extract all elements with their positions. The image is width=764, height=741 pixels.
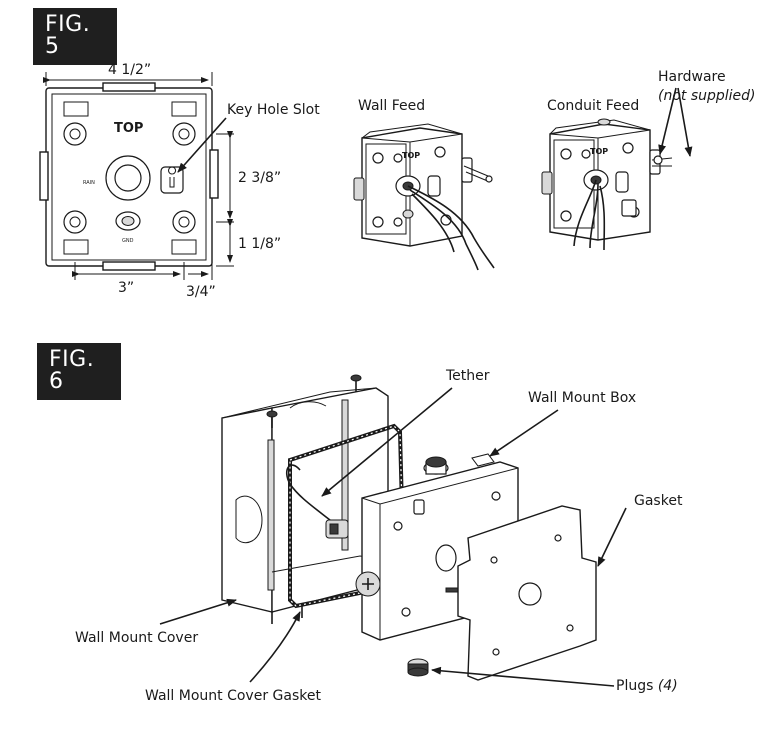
label-plugs-count: (4) bbox=[657, 678, 678, 694]
fig6-gasket bbox=[457, 505, 597, 681]
corner-hole-bottom-right bbox=[171, 210, 197, 255]
label-not-supplied: (not supplied) bbox=[658, 88, 756, 104]
fig6-wall-mount-cover bbox=[221, 374, 389, 624]
dim-offset-bottom: 3/4” bbox=[186, 284, 216, 300]
box-top-marking: TOP bbox=[114, 121, 144, 136]
fig5-tag: FIG. 5 bbox=[33, 8, 117, 65]
svg-text:GND: GND bbox=[122, 238, 134, 244]
fig6-tag: FIG. 6 bbox=[37, 343, 121, 400]
svg-text:TOP: TOP bbox=[402, 151, 420, 160]
dim-height-lower: 1 1/8” bbox=[238, 236, 282, 252]
label-conduit-feed: Conduit Feed bbox=[547, 98, 640, 114]
dim-width-top: 4 1/2” bbox=[108, 62, 152, 78]
svg-text:RAIN: RAIN bbox=[83, 180, 95, 186]
label-plugs: Plugs (4) bbox=[616, 678, 678, 694]
fig5-front-view-box: RAIN GND bbox=[39, 82, 219, 271]
label-wall-mount-cover-gasket: Wall Mount Cover Gasket bbox=[145, 688, 321, 704]
label-wall-mount-box: Wall Mount Box bbox=[528, 390, 637, 406]
corner-hole-top-right bbox=[171, 101, 197, 146]
corner-hole-top-left bbox=[63, 101, 89, 146]
label-hardware: Hardware bbox=[658, 69, 726, 85]
label-wall-feed: Wall Feed bbox=[358, 98, 426, 114]
dim-height-right: 2 3/8” bbox=[238, 170, 282, 186]
label-key-hole-slot: Key Hole Slot bbox=[227, 102, 320, 118]
label-wall-mount-cover: Wall Mount Cover bbox=[75, 630, 199, 646]
label-tether: Tether bbox=[446, 368, 490, 384]
fig5-wall-feed-box: TOP bbox=[353, 123, 495, 271]
fig6-tether bbox=[285, 464, 331, 521]
corner-hole-bottom-left bbox=[63, 210, 89, 255]
fig5-dimension-lines bbox=[43, 72, 234, 280]
svg-text:TOP: TOP bbox=[590, 147, 608, 156]
label-gasket: Gasket bbox=[634, 493, 683, 509]
fig5-conduit-feed-box: TOP bbox=[541, 118, 673, 251]
fig6-tether-mount bbox=[325, 519, 349, 539]
fig6-plug bbox=[407, 658, 429, 677]
dim-width-bottom: 3” bbox=[118, 280, 135, 296]
label-plugs-text: Plugs bbox=[616, 678, 654, 694]
